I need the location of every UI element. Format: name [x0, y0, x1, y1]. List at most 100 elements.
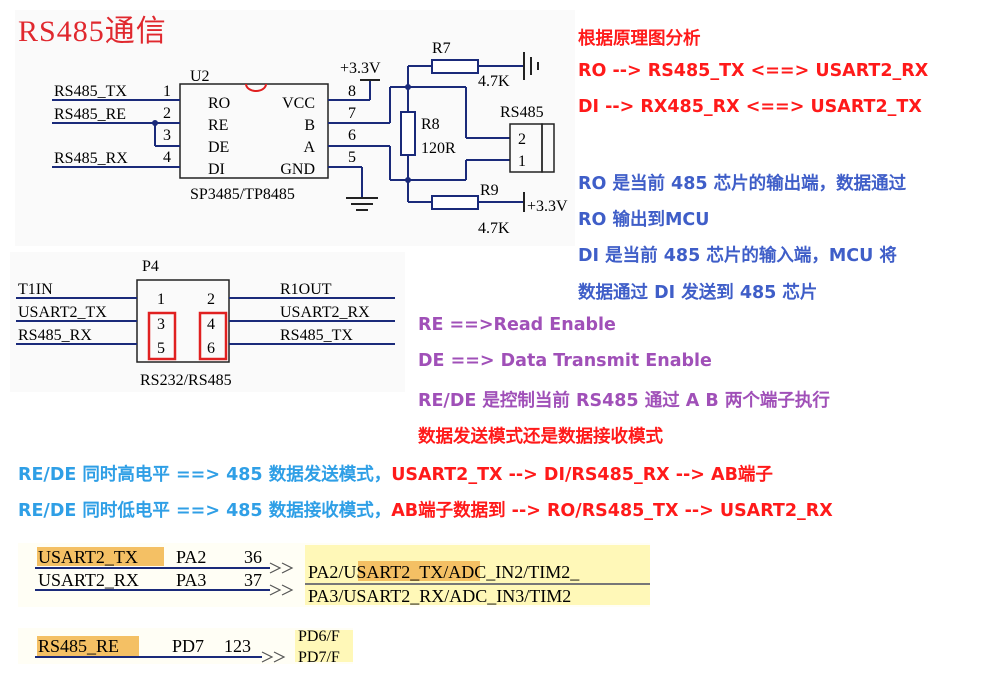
connector-ref: RS485 [500, 104, 544, 121]
p4-net-rs485-tx: RS485_TX [280, 327, 353, 344]
p4-highlight-right [198, 311, 228, 361]
net-label-rs485-re: RS485_RE [54, 106, 126, 123]
node-b-junction [405, 84, 411, 90]
note-di-desc-1: DI 是当前 485 芯片的输入端，MCU 将 [578, 246, 897, 266]
mcu-func-bg-2 [295, 630, 353, 662]
mcu-func-pa2: PA2/USART2_TX/ADC_IN2/TIM2_ [308, 562, 580, 582]
u2-pin-2-num: 2 [163, 105, 171, 122]
note-re-de-control: RE/DE 是控制当前 RS485 通过 A B 两个端子执行 [418, 391, 830, 411]
mcu-func-pa3: PA3/USART2_RX/ADC_IN3/TIM2 [308, 586, 571, 606]
u2-pin-7-num: 7 [348, 105, 356, 122]
u2-pin-6-num: 6 [348, 127, 356, 144]
connector-pin-2: 2 [518, 131, 526, 148]
mode-send-path: USART2_TX --> DI/RS485_RX --> AB端子 [391, 465, 773, 485]
r9-body [431, 195, 479, 210]
r7-ref: R7 [432, 40, 451, 57]
gnd-symbol [346, 197, 378, 211]
note-ro-mapping: RO --> RS485_TX <==> USART2_RX [578, 61, 929, 81]
u2-pin-de-name: DE [208, 139, 229, 156]
note-mode-select: 数据发送模式还是数据接收模式 [418, 427, 663, 447]
mcu-net-rs485-re: RS485_RE [38, 636, 119, 656]
mcu-func-divider [305, 583, 650, 585]
u2-pin-8-num: 8 [348, 83, 356, 100]
note-di-mapping: DI --> RX485_RX <==> USART2_TX [578, 97, 922, 117]
r9-power-label: +3.3V [527, 198, 568, 215]
mcu-pa2-arrow [269, 562, 294, 574]
mode-send-condition: RE/DE 同时高电平 ==> 485 数据发送模式， [18, 465, 392, 485]
note-re-enable: RE ==>Read Enable [418, 315, 616, 335]
mcu-func-pd6: PD6/F [298, 628, 340, 645]
note-ro-desc-1: RO 是当前 485 芯片的输出端，数据通过 [578, 174, 907, 194]
r8-value: 120R [421, 140, 456, 157]
p4-net-t1in: T1IN [18, 281, 53, 298]
usart2-tx-highlight [37, 547, 164, 566]
mcu-net-usart2-tx: USART2_TX [38, 547, 138, 567]
r9-ref: R9 [480, 182, 499, 199]
func-usart2-tx-highlight [358, 561, 480, 581]
p4-pin-1: 1 [157, 291, 165, 308]
net-label-rs485-rx: RS485_RX [54, 150, 128, 167]
p4-pin-3: 3 [157, 316, 165, 333]
note-di-desc-2: 数据通过 DI 发送到 485 芯片 [578, 283, 818, 303]
connector-pin-1: 1 [518, 153, 526, 170]
r7-body [431, 59, 479, 74]
u2-pin-a-name: A [303, 139, 315, 156]
p4-pin-4: 4 [207, 316, 215, 333]
r9-value: 4.7K [478, 220, 510, 237]
mode-receive-path: AB端子数据到 --> RO/RS485_TX --> USART2_RX [391, 501, 833, 521]
mcu-port-pd7: PD7 [172, 636, 204, 656]
u2-chip-body [179, 83, 329, 179]
schematic-panel [15, 10, 575, 246]
r8-body [400, 111, 416, 156]
u2-pin1-notch [245, 83, 267, 92]
p4-highlight-left [147, 311, 177, 361]
r8-ref: R8 [421, 116, 440, 133]
note-de-enable: DE ==> Data Transmit Enable [418, 351, 712, 371]
r7-gnd-symbol [523, 52, 539, 80]
net-label-rs485-tx: RS485_TX [54, 83, 127, 100]
schematic-title: RS485通信 [18, 15, 167, 48]
u2-pin-5-num: 5 [348, 149, 356, 166]
p4-net-usart2-rx: USART2_RX [280, 304, 370, 321]
p4-pin-2: 2 [207, 291, 215, 308]
u2-pin-1-num: 1 [163, 83, 171, 100]
u2-pin-ro-name: RO [208, 95, 230, 112]
u2-pin-4-num: 4 [163, 149, 171, 166]
mcu-port-pa3: PA3 [176, 570, 206, 590]
connector-side [541, 123, 555, 173]
u2-pin-di-name: DI [208, 161, 225, 178]
mcu-pa3-arrow [269, 584, 294, 596]
re-de-junction [152, 120, 158, 126]
u2-part: SP3485/TP8485 [190, 186, 295, 203]
p4-part: RS232/RS485 [140, 372, 232, 389]
p4-pin-6: 6 [207, 340, 215, 357]
u2-pin-vcc-name: VCC [282, 95, 315, 112]
r7-value: 4.7K [478, 73, 510, 90]
note-ro-desc-2: RO 输出到MCU [578, 210, 710, 230]
p4-net-r1out: R1OUT [280, 281, 332, 298]
u2-pin-gnd-name: GND [280, 161, 315, 178]
vcc-power-label: +3.3V [340, 60, 381, 77]
mode-line-receive: RE/DE 同时低电平 ==> 485 数据接收模式，AB端子数据到 --> R… [18, 497, 833, 522]
mcu-pin-36: 36 [244, 547, 262, 567]
u2-pin-re-name: RE [208, 117, 228, 134]
note-analysis-heading: 根据原理图分析 [578, 29, 701, 49]
p4-pin-5: 5 [157, 340, 165, 357]
p4-net-rs485-rx: RS485_RX [18, 327, 92, 344]
p4-net-usart2-tx: USART2_TX [18, 304, 107, 321]
node-a-junction [405, 177, 411, 183]
mode-line-send: RE/DE 同时高电平 ==> 485 数据发送模式，USART2_TX -->… [18, 461, 773, 486]
u2-pin-b-name: B [304, 117, 315, 134]
mcu-pin-37: 37 [244, 570, 262, 590]
rs485-re-highlight [37, 636, 139, 656]
mcu-pd7-arrow [261, 651, 286, 663]
mcu-func-pd7: PD7/F [298, 649, 340, 666]
mcu-pin-123: 123 [224, 636, 251, 656]
u2-pin-3-num: 3 [163, 127, 171, 144]
mode-receive-condition: RE/DE 同时低电平 ==> 485 数据接收模式， [18, 501, 392, 521]
mcu-net-usart2-rx: USART2_RX [38, 570, 139, 590]
p4-ref: P4 [142, 258, 159, 275]
mcu-port-pa2: PA2 [176, 547, 206, 567]
u2-ref: U2 [190, 68, 210, 85]
